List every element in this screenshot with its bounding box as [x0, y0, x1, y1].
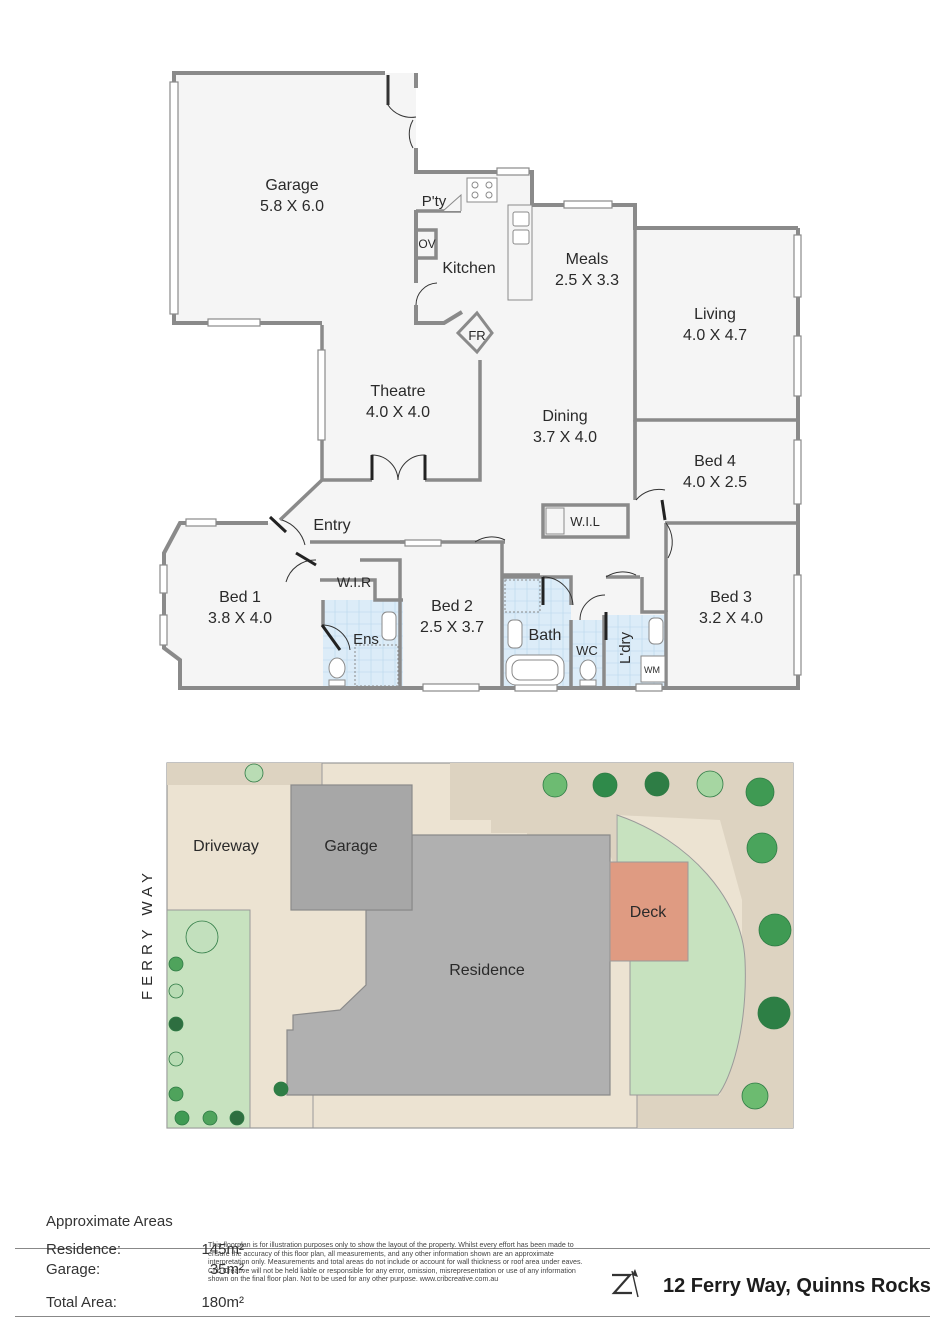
area-garage-label: Garage:: [46, 1261, 101, 1278]
tree-icon: [746, 832, 778, 864]
site-label-residence: Residence: [449, 962, 525, 979]
room-dining-size: 3.7 X 4.0: [533, 429, 597, 446]
tree-icon: [185, 920, 219, 954]
room-living-size: 4.0 X 4.7: [683, 327, 747, 344]
area-total-value: 180m²: [201, 1294, 244, 1311]
room-meals-size: 2.5 X 3.3: [555, 272, 619, 289]
tree-icon: [168, 956, 184, 972]
room-living-name: Living: [694, 306, 736, 323]
fixtures: [328, 177, 666, 687]
site-label-garage: Garage: [324, 838, 377, 855]
room-bath-name: Bath: [529, 627, 562, 644]
tree-icon: [244, 763, 264, 783]
footer: Approximate Areas Residence: 145m² Garag…: [0, 1205, 946, 1338]
path-lines: [312, 763, 638, 1128]
room-wc-name: WC: [576, 643, 598, 658]
room-bed3-size: 3.2 X 4.0: [699, 610, 763, 627]
room-bed1-name: Bed 1: [219, 589, 261, 606]
tree-icon: [168, 1016, 184, 1032]
tree-icon: [745, 777, 775, 807]
room-fridge-name: FR: [468, 328, 485, 343]
room-meals-name: Meals: [566, 251, 609, 268]
footer-rule-top: [15, 1248, 930, 1249]
room-theatre-size: 4.0 X 4.0: [366, 404, 430, 421]
room-garage-name: Garage: [265, 177, 318, 194]
area-garage-value: 35m²: [209, 1261, 244, 1278]
area-row-total: Total Area: 180m²: [46, 1294, 244, 1311]
tree-icon: [174, 1110, 190, 1126]
site-label-driveway: Driveway: [193, 838, 259, 855]
room-pantry-name: P'ty: [422, 193, 447, 210]
room-theatre-name: Theatre: [370, 383, 425, 400]
disclaimer-text: This floorplan is for illustration purpo…: [208, 1241, 583, 1284]
area-row-garage: Garage: 35m²: [46, 1261, 244, 1278]
tree-icon: [644, 771, 670, 797]
room-bed2-name: Bed 2: [431, 598, 473, 615]
room-wir-name: W.I.R: [337, 574, 371, 590]
tree-icon: [229, 1110, 245, 1126]
tree-icon: [741, 1082, 769, 1110]
tree-icon: [592, 772, 618, 798]
room-kitchen-name: Kitchen: [442, 260, 495, 277]
property-address: 12 Ferry Way, Quinns Rocks: [663, 1275, 931, 1297]
area-residence-value: 145m²: [201, 1241, 244, 1258]
verge-strip: [167, 763, 322, 785]
windows: [159, 81, 802, 692]
tree-icon: [273, 1081, 289, 1097]
room-garage-size: 5.8 X 6.0: [260, 198, 324, 215]
floorplan: Garage 5.8 X 6.0 P'ty OV Kitchen Meals 2…: [159, 71, 802, 692]
area-row-residence: Residence: 145m²: [46, 1241, 244, 1258]
garage-block: [290, 784, 413, 911]
tree-icon: [757, 996, 791, 1030]
area-total-label: Total Area:: [46, 1294, 117, 1311]
room-bed3-name: Bed 3: [710, 589, 752, 606]
tree-icon: [758, 913, 792, 947]
footer-rule-bottom: [15, 1316, 930, 1317]
room-oven-name: OV: [418, 237, 435, 251]
tree-icon: [202, 1110, 218, 1126]
room-bed4-name: Bed 4: [694, 453, 736, 470]
room-wil-name: W.I.L: [570, 514, 600, 529]
tree-icon: [168, 983, 184, 999]
room-dining-name: Dining: [542, 408, 587, 425]
room-entry-name: Entry: [313, 517, 350, 534]
room-bed1-size: 3.8 X 4.0: [208, 610, 272, 627]
room-bed4-size: 4.0 X 2.5: [683, 474, 747, 491]
trees: [168, 763, 792, 1126]
siteplan-labels: FERRY WAY Driveway Garage Residence Deck: [139, 838, 667, 1000]
tree-icon: [168, 1051, 184, 1067]
street-name: FERRY WAY: [139, 868, 156, 1000]
site-label-deck: Deck: [630, 904, 667, 921]
siteplan: FERRY WAY Driveway Garage Residence Deck: [139, 762, 794, 1129]
deck-block: [609, 861, 689, 962]
tree-icon: [168, 1086, 184, 1102]
room-laundry-name: L'dry: [617, 631, 634, 664]
tree-icon: [696, 770, 724, 798]
door-leaves: [268, 455, 667, 651]
tree-icon: [542, 772, 568, 798]
room-ensuite-name: Ens: [353, 631, 379, 648]
area-residence-label: Residence:: [46, 1241, 122, 1258]
areas-title: Approximate Areas: [46, 1213, 173, 1230]
room-bed2-size: 2.5 X 3.7: [420, 619, 484, 636]
room-labels: Garage 5.8 X 6.0 P'ty OV Kitchen Meals 2…: [208, 177, 763, 675]
room-washing-machine-name: WM: [644, 665, 660, 675]
north-arrow-icon: [611, 1269, 639, 1298]
